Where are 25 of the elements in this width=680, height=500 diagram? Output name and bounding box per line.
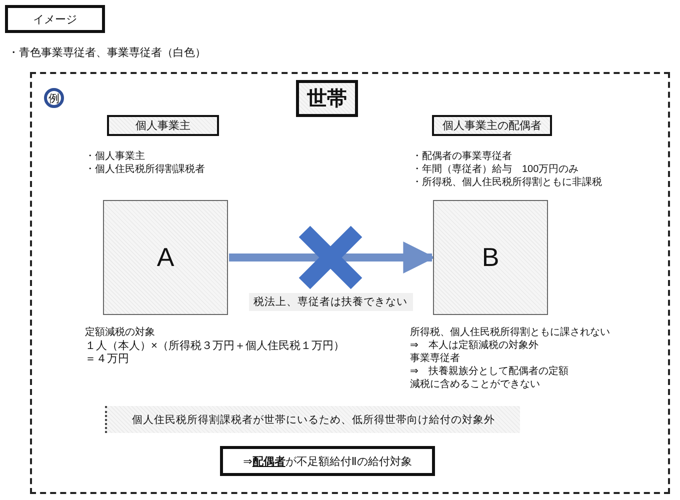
description-text: 所得税、個人住民税所得割ともに課されない <box>410 326 610 339</box>
person-box: B <box>433 200 548 315</box>
description-text: ・配偶者の事業専従者 <box>412 150 512 163</box>
arrow <box>229 242 436 274</box>
person-box: A <box>103 200 228 315</box>
edge-label: 税法上、専従者は扶養できない <box>248 292 412 310</box>
heading-box: 個人事業主 <box>107 115 219 136</box>
note-band: 個人住民税所得割課税者が世帯にいるため、低所得世帯向け給付の対象外 <box>105 406 520 433</box>
heading-box: 個人事業主の配偶者 <box>432 115 552 136</box>
description-text: ・個人住民税所得割課税者 <box>85 163 205 176</box>
description-text: ＝４万円 <box>85 353 129 366</box>
description-text: ・年間（専従者）給与 100万円のみ <box>412 163 579 176</box>
description-text: 定額減税の対象 <box>85 326 155 339</box>
description-text: 事業専従者 <box>410 352 460 365</box>
heading-box: 世帯 <box>296 80 358 117</box>
description-text: ・個人事業主 <box>85 150 145 163</box>
description-text: ⇒ 本人は定額減税の対象外 <box>410 339 538 352</box>
result-box: ⇒配偶者が不足額給付Ⅱの給付対象 <box>220 446 435 476</box>
example-badge: 例 <box>44 88 64 108</box>
household-frame <box>30 72 670 494</box>
description-text: １人（本人）×（所得税３万円＋個人住民税１万円） <box>85 340 344 353</box>
description-text: ⇒ 扶養親族分として配偶者の定額減税に含めることができない <box>410 365 570 391</box>
note-text: ・青色事業専従者、事業専従者（白色） <box>8 47 206 60</box>
description-text: ・所得税、個人住民税所得割ともに非課税 <box>412 176 602 189</box>
title-box: イメージ <box>5 5 105 33</box>
